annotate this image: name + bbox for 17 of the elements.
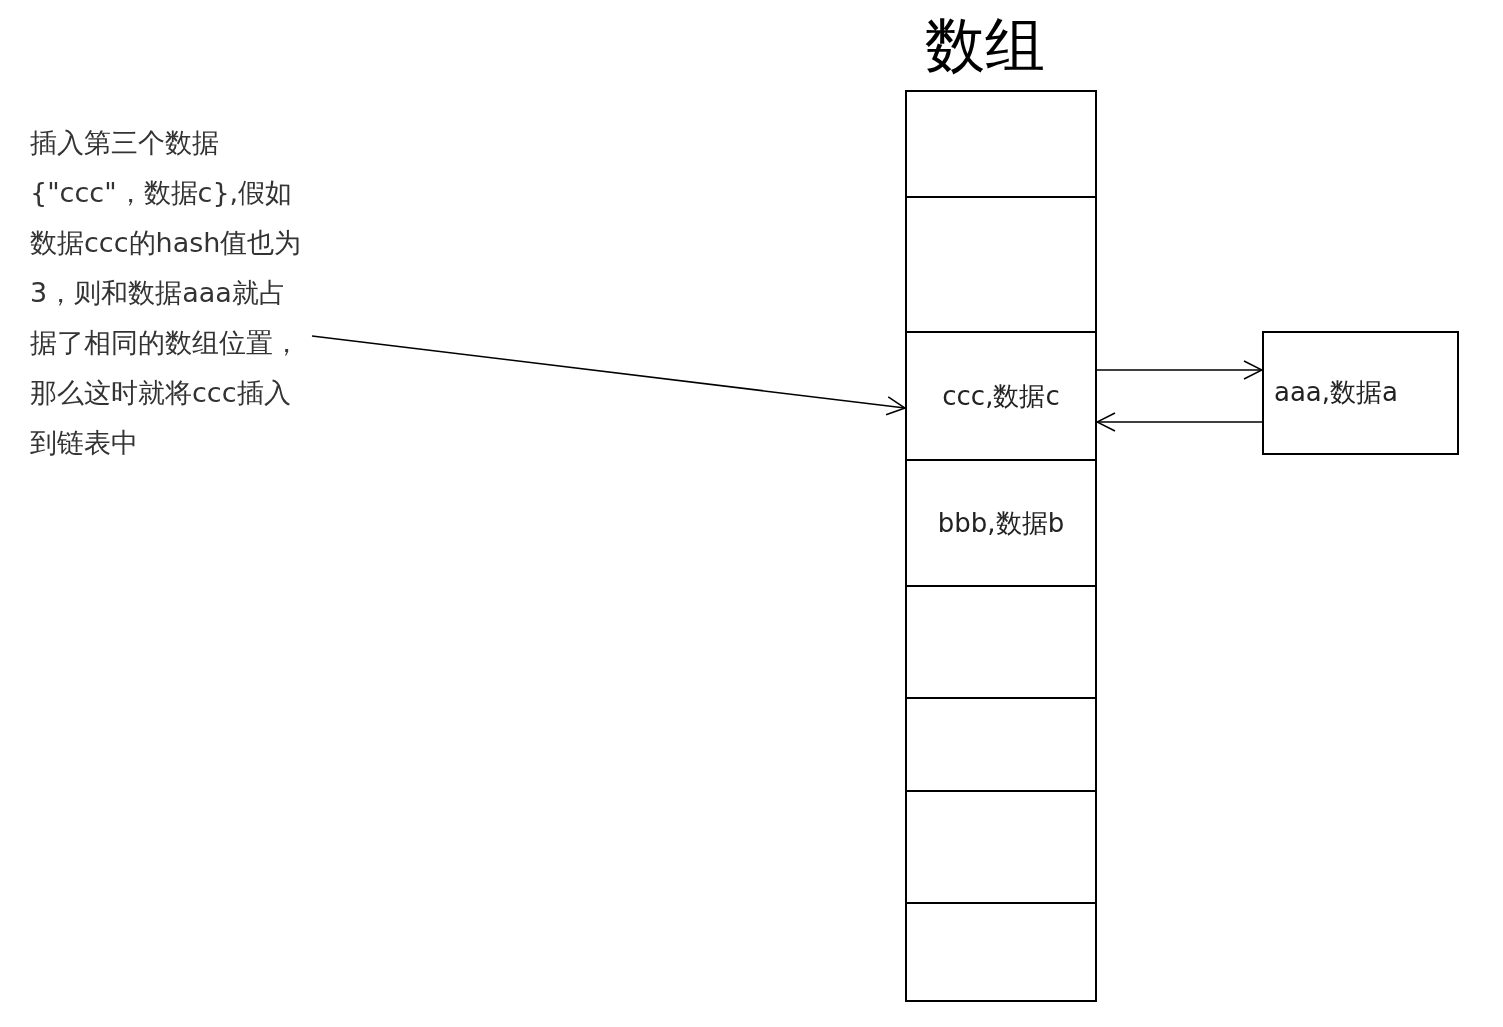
cell-text: aaa,数据a bbox=[1274, 376, 1398, 409]
array-cell bbox=[905, 331, 1097, 461]
array-cell bbox=[905, 459, 1097, 587]
array-cell bbox=[905, 585, 1097, 699]
arrow bbox=[1096, 412, 1263, 432]
array-title: 数组 bbox=[925, 10, 1045, 80]
linked-list-node bbox=[1262, 331, 1459, 455]
arrow bbox=[1096, 360, 1263, 380]
array-cell bbox=[905, 90, 1097, 198]
array-cell bbox=[905, 902, 1097, 1002]
note-text: 插入第三个数据{"ccc"，数据c},假如数据ccc的hash值也为3，则和数据aaa就占据了相同的数组位置，那么这时就将ccc插入到链表中 bbox=[30, 118, 312, 468]
cell-text: bbb,数据b bbox=[937, 506, 1065, 540]
array-cell bbox=[905, 196, 1097, 333]
array-cell bbox=[905, 697, 1097, 792]
cell-text: ccc,数据c bbox=[942, 379, 1060, 413]
arrow bbox=[311, 335, 906, 416]
array-cell bbox=[905, 790, 1097, 904]
